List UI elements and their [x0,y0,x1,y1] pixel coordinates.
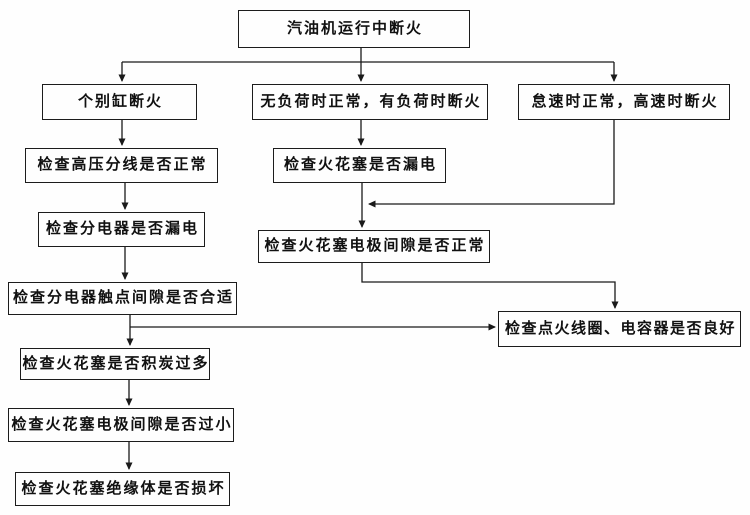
flow-node-check-contact-gap: 检查分电器触点间隙是否合适 [8,282,237,315]
flow-node-check-insulator-damage: 检查火花塞绝缘体是否损坏 [15,472,230,506]
edge-right1-to-mid-junction [368,120,615,208]
flow-node-check-electrode-gap-small: 检查火花塞电极间隙是否过小 [8,408,234,442]
flow-node-misfire-under-load: 无负荷时正常，有负荷时断火 [252,84,488,120]
flow-node-check-distributor-leak: 检查分电器是否漏电 [38,212,205,247]
flow-node-check-plug-leakage: 检查火花塞是否漏电 [273,148,446,183]
flow-node-individual-cylinder: 个别缸断火 [42,84,197,120]
flow-node-engine-misfire: 汽油机运行中断火 [238,10,470,48]
flow-node-check-electrode-gap-normal: 检查火花塞电极间隙是否正常 [258,230,490,263]
flow-node-check-carbon-deposit: 检查火花塞是否积炭过多 [20,348,210,380]
flow-node-check-hv-wires: 检查高压分线是否正常 [25,148,218,183]
flow-node-check-coil-capacitor: 检查点火线圈、电容器是否良好 [498,311,741,347]
edge-mid3-to-right2 [361,263,619,309]
flow-node-misfire-high-speed: 怠速时正常，高速时断火 [518,84,730,120]
